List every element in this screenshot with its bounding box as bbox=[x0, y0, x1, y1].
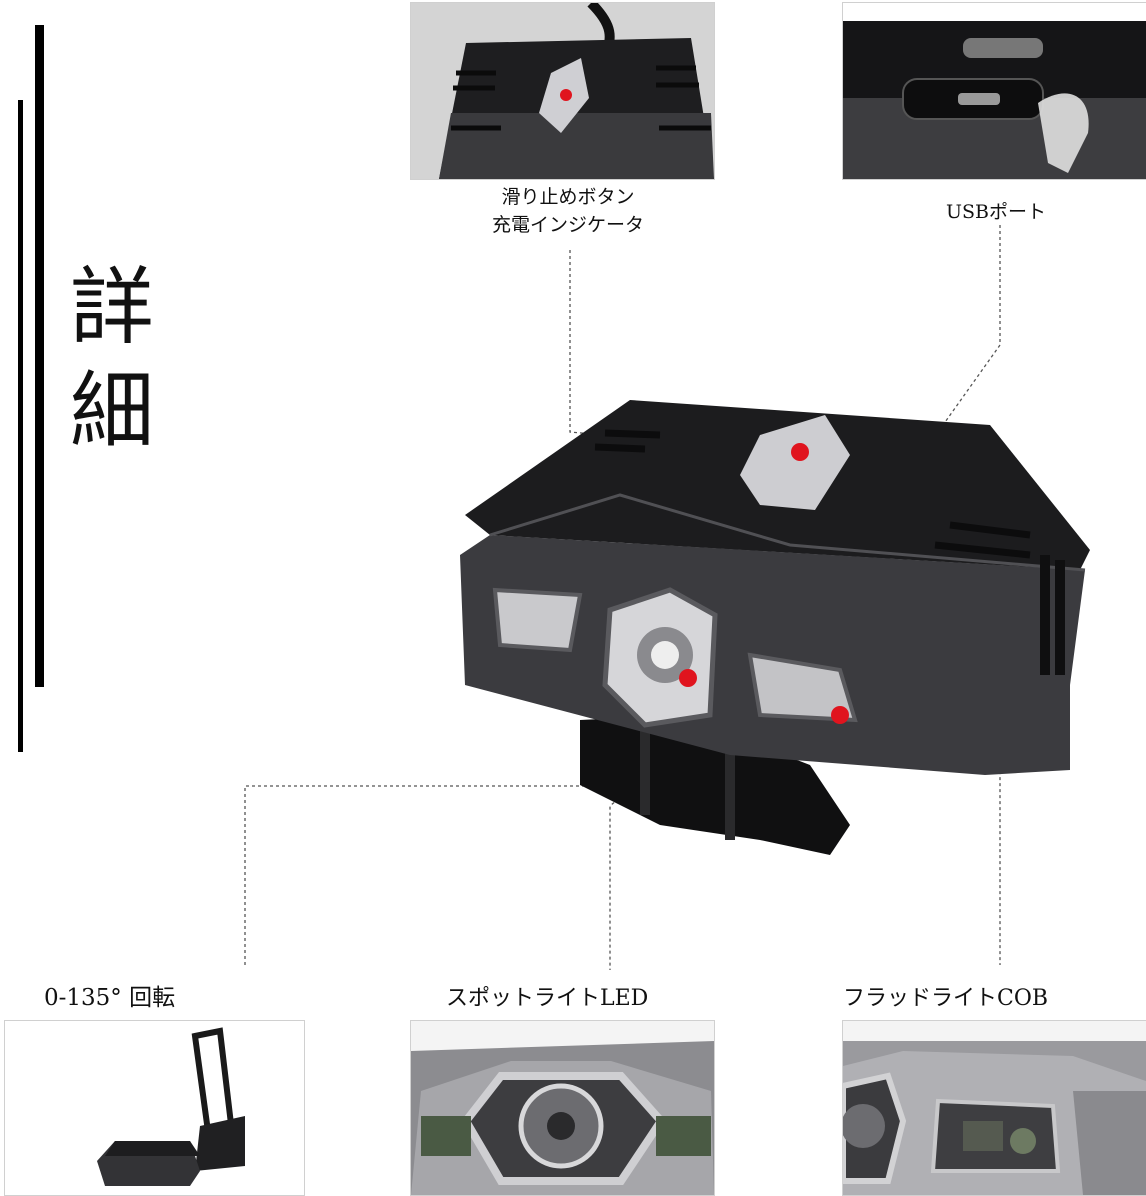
guide-line-usb bbox=[937, 225, 1001, 433]
title-char-2: 細 bbox=[69, 362, 154, 460]
callout-button-line1: 滑り止めボタン bbox=[501, 186, 635, 208]
photo-spotlight bbox=[410, 1020, 715, 1196]
left-bar-short bbox=[35, 25, 44, 687]
callout-usb-label: USBポート bbox=[946, 201, 1046, 223]
red-indicator-dot-icon bbox=[831, 706, 849, 724]
device-main-image bbox=[430, 385, 1100, 869]
callout-button-line2: 充電インジケータ bbox=[491, 214, 644, 236]
guide-line-rotation bbox=[244, 785, 620, 965]
guide-line-button bbox=[569, 250, 801, 453]
photo-rotation bbox=[4, 1020, 305, 1196]
micro-usb-port-icon bbox=[958, 93, 1000, 105]
callout-spotlight-label: スポットライトLED bbox=[446, 986, 649, 1011]
photo-usb-closeup bbox=[842, 2, 1146, 180]
red-indicator-dot-icon bbox=[560, 89, 572, 101]
callout-button-label: 滑り止めボタン 充電インジケータ bbox=[458, 183, 678, 239]
callout-rotation-label: 0-135° 回転 bbox=[44, 985, 176, 1011]
photo-floodlight bbox=[842, 1020, 1146, 1196]
left-bar-long bbox=[18, 100, 23, 752]
title-char-1: 詳 bbox=[69, 258, 154, 356]
callout-floodlight-label: フラッドライトCOB bbox=[843, 986, 1049, 1011]
photo-button-closeup bbox=[410, 2, 715, 180]
page-title: 詳 細 bbox=[62, 255, 162, 463]
red-indicator-dot-icon bbox=[679, 669, 697, 687]
red-indicator-dot-icon bbox=[791, 443, 809, 461]
